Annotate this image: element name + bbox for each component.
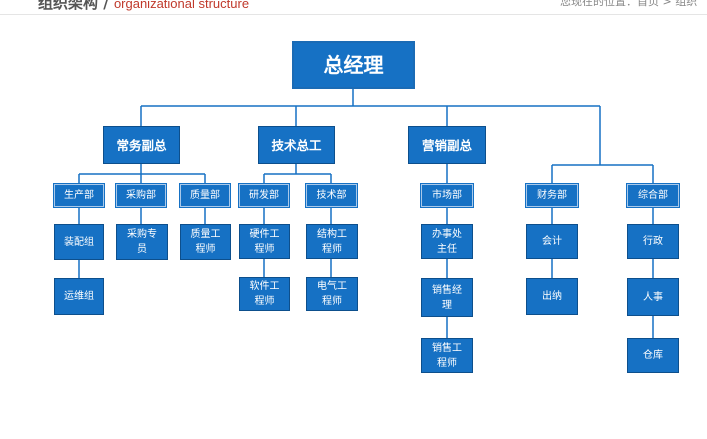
- org-node-rnd-dept: 研发部: [238, 183, 290, 208]
- org-node-marketing-dept: 市场部: [420, 183, 474, 208]
- org-node-production-dept: 生产部: [53, 183, 105, 208]
- org-node-cashier: 出纳: [526, 278, 578, 315]
- section-title-cn: 组织架构 /: [38, 0, 109, 12]
- org-node-general-affairs-dept: 综合部: [626, 183, 680, 208]
- org-node-sales-manager: 销售经理: [421, 278, 473, 317]
- org-node-software-engineer: 软件工程师: [239, 277, 290, 311]
- org-node-assembly-team: 装配组: [54, 224, 104, 260]
- org-node-finance-dept: 财务部: [525, 183, 579, 208]
- org-node-warehouse: 仓库: [627, 338, 679, 373]
- org-node-buyer: 采购专员: [116, 224, 168, 260]
- org-node-office-director: 办事处主任: [421, 224, 473, 259]
- page-header: 组织架构 / organizational structure 您现在的位置：首…: [0, 0, 707, 15]
- org-node-structural-engineer: 结构工程师: [306, 224, 358, 259]
- section-title-en: organizational structure: [113, 0, 250, 11]
- org-node-hardware-engineer: 硬件工程师: [239, 224, 290, 259]
- org-node-hr: 人事: [627, 278, 679, 316]
- org-node-accountant: 会计: [526, 224, 578, 259]
- org-node-technical-dept: 技术部: [305, 183, 358, 208]
- org-node-chief-engineer: 技术总工: [258, 126, 335, 164]
- section-title: 组织架构 / organizational structure: [38, 0, 249, 13]
- breadcrumb[interactable]: 您现在的位置：首页 > 组织: [560, 0, 698, 8]
- org-node-maintenance-team: 运维组: [54, 278, 104, 315]
- org-node-purchasing-dept: 采购部: [115, 183, 167, 208]
- org-node-quality-engineer: 质量工程师: [180, 224, 231, 260]
- org-node-sales-vp: 营销副总: [408, 126, 486, 164]
- org-node-electrical-engineer: 电气工程师: [306, 277, 358, 311]
- org-node-quality-dept: 质量部: [179, 183, 231, 208]
- org-node-executive-vp: 常务副总: [103, 126, 180, 164]
- org-node-general-manager: 总经理: [292, 41, 415, 89]
- org-node-administration: 行政: [627, 224, 679, 259]
- org-node-sales-engineer: 销售工程师: [421, 338, 473, 373]
